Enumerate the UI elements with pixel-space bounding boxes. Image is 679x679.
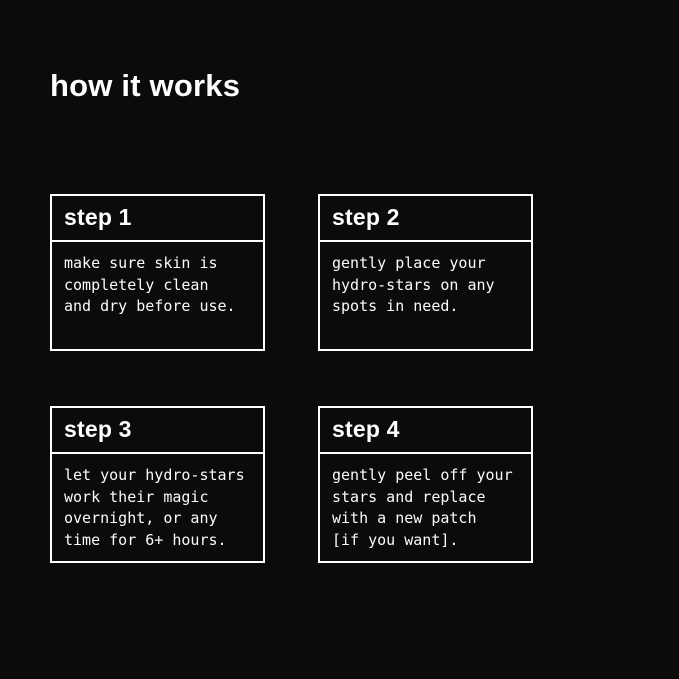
steps-grid: step 1 make sure skin is completely clea…	[50, 194, 533, 563]
step-card-3: step 3 let your hydro-stars work their m…	[50, 406, 265, 563]
step-card-header: step 1	[52, 196, 263, 242]
page-title: how it works	[50, 68, 241, 103]
step-card-header: step 4	[320, 408, 531, 454]
step-description: gently place your hydro-stars on any spo…	[332, 254, 495, 315]
step-description: let your hydro-stars work their magic ov…	[64, 466, 245, 549]
step-label: step 1	[64, 203, 132, 230]
step-card-header: step 2	[320, 196, 531, 242]
step-label: step 3	[64, 415, 132, 442]
step-description: make sure skin is completely clean and d…	[64, 254, 236, 315]
step-card-header: step 3	[52, 408, 263, 454]
step-label: step 4	[332, 415, 400, 442]
step-card-4: step 4 gently peel off your stars and re…	[318, 406, 533, 563]
step-label: step 2	[332, 203, 400, 230]
step-description: gently peel off your stars and replace w…	[332, 466, 513, 549]
step-card-2: step 2 gently place your hydro-stars on …	[318, 194, 533, 351]
step-card-1: step 1 make sure skin is completely clea…	[50, 194, 265, 351]
